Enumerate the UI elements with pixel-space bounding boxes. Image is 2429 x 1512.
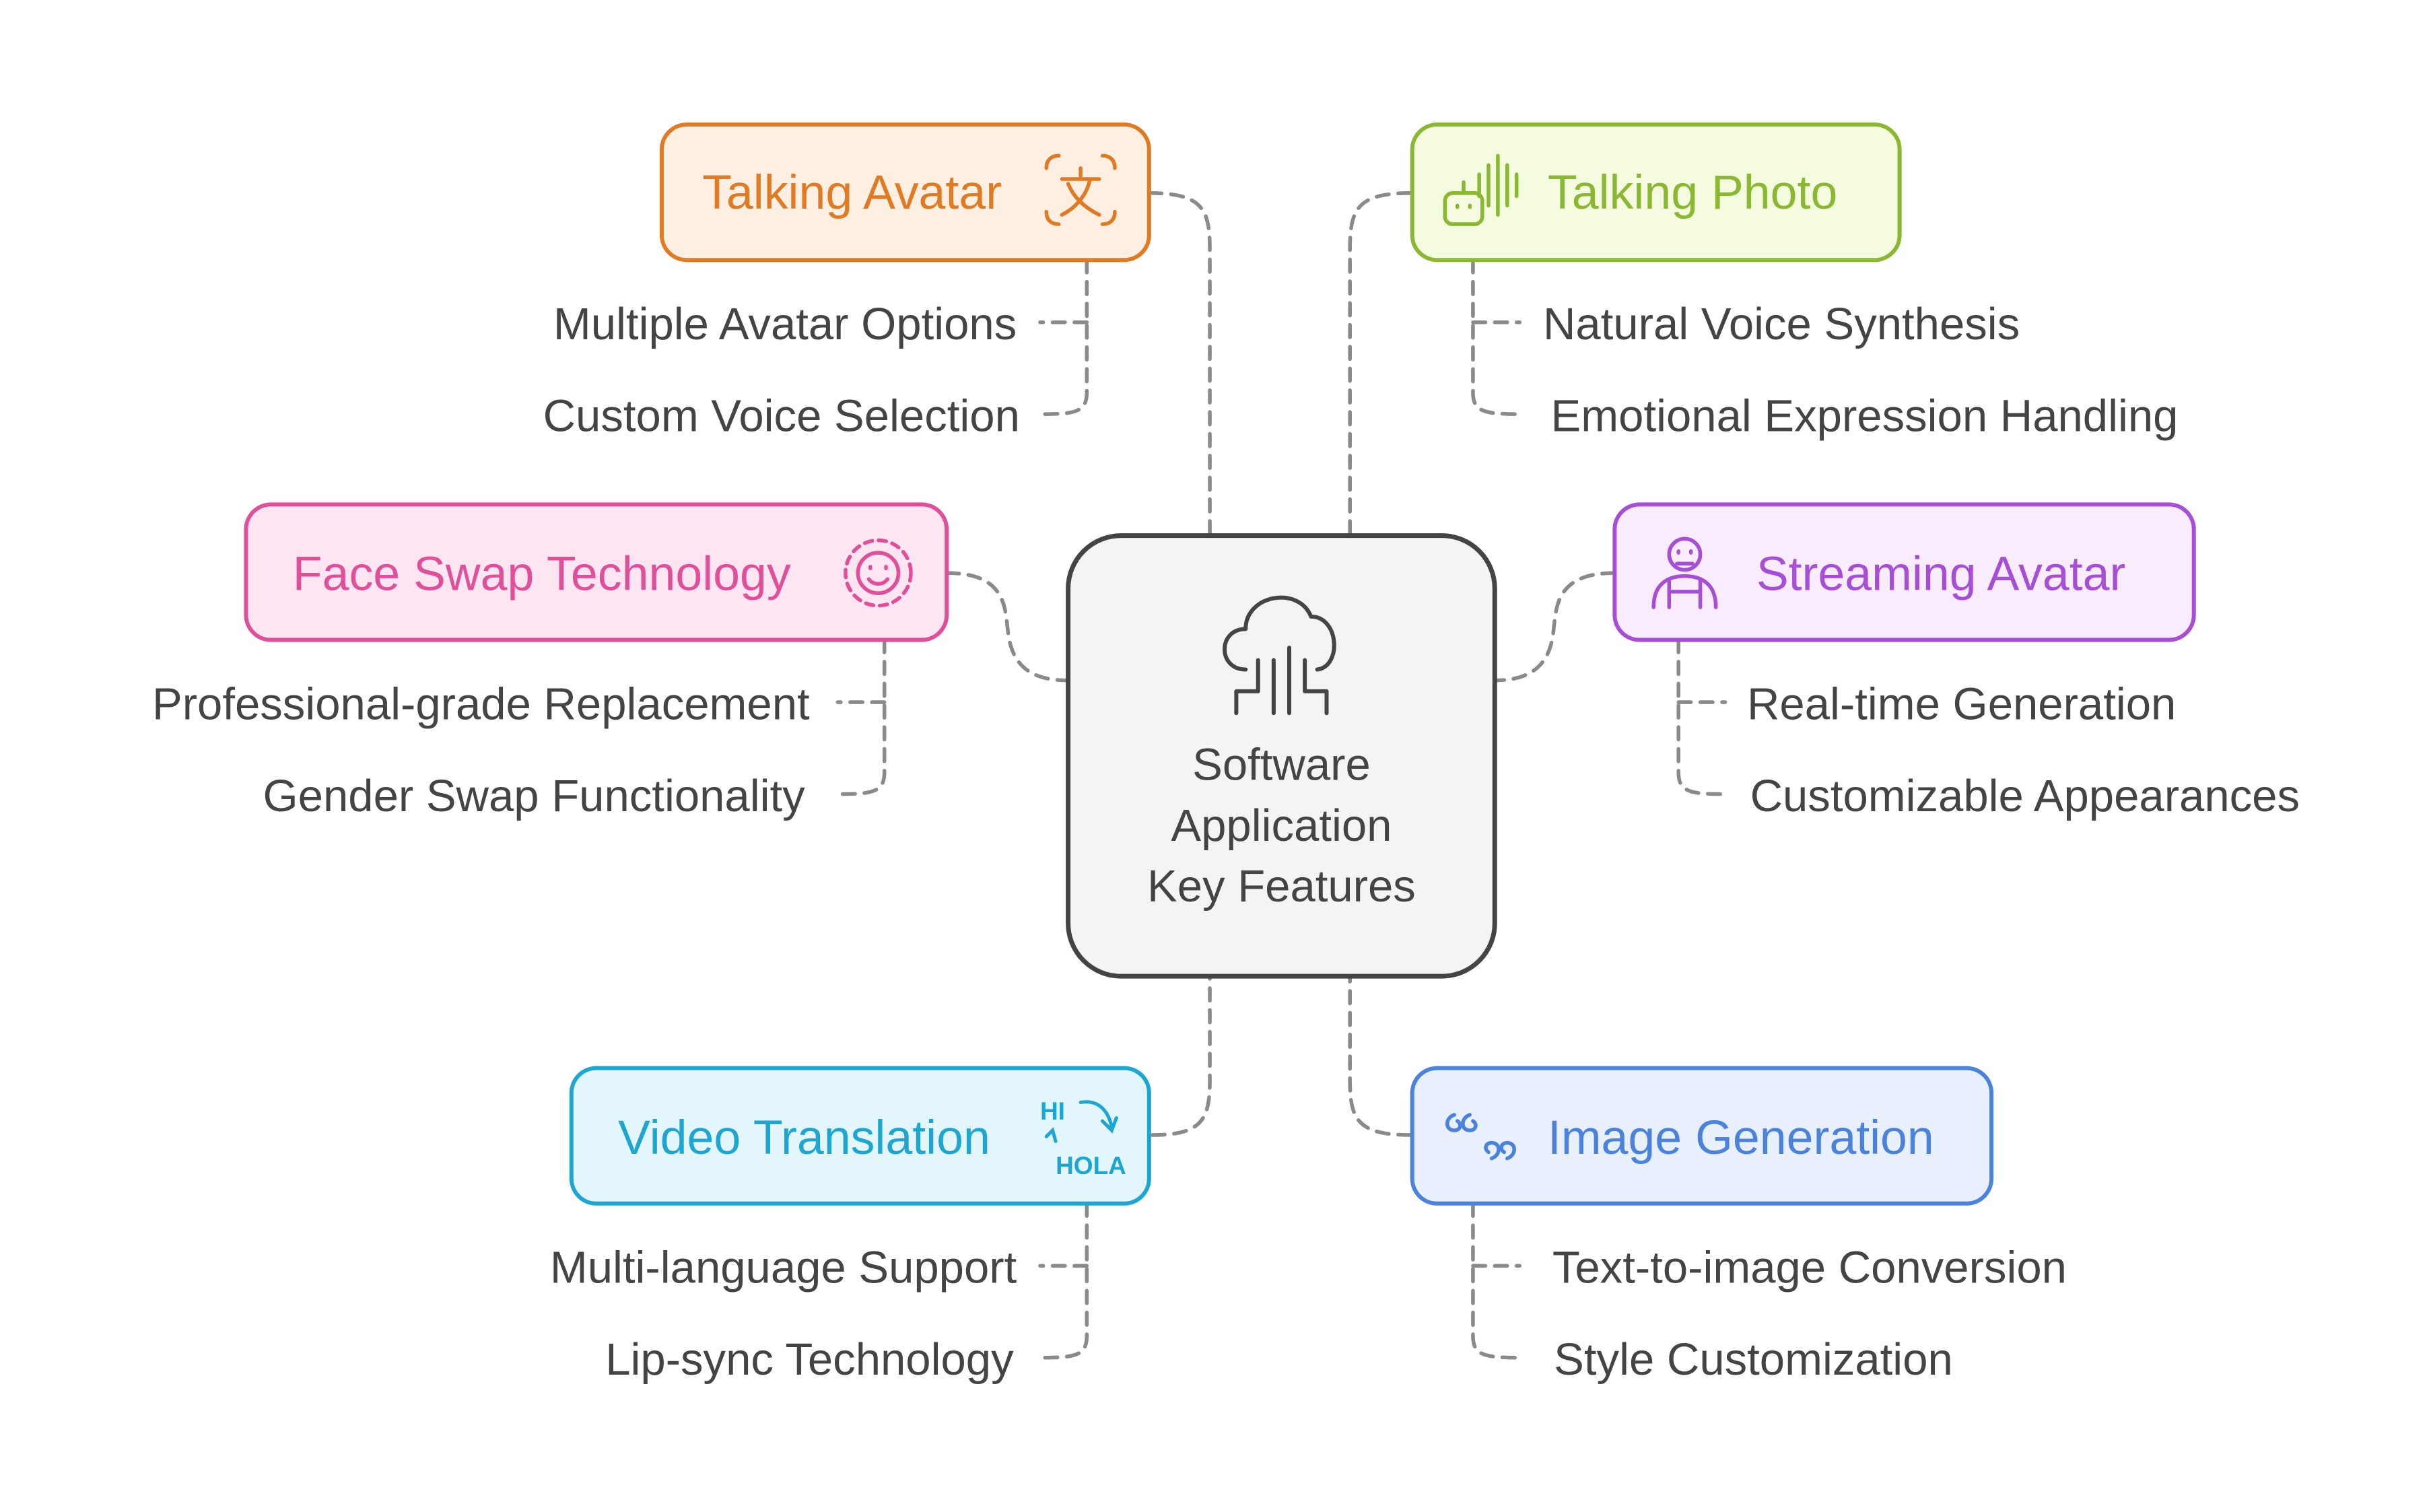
cloud-circuit-icon (1223, 595, 1336, 716)
topic-face-swap: Face Swap Technology Professional-grade … (152, 502, 949, 821)
topic-label-face-swap: Face Swap Technology (293, 547, 791, 601)
bracket-image-generation (1471, 1202, 1525, 1360)
subitem-talking-photo-2: Emotional Expression Handling (1551, 391, 2179, 442)
subitem-talking-avatar-2: Custom Voice Selection (543, 391, 1020, 442)
subitem-video-translation-2: Lip-sync Technology (605, 1334, 1014, 1385)
topic-streaming-avatar: Streaming Avatar Real-time Generation Cu… (1612, 502, 2300, 821)
topic-label-video-translation: Video Translation (618, 1111, 990, 1165)
subitem-talking-photo-1: Natural Voice Synthesis (1543, 299, 2020, 349)
topic-label-talking-avatar: Talking Avatar (702, 166, 1002, 219)
subitem-streaming-avatar-2: Customizable Appearances (1750, 771, 2300, 821)
subitem-image-generation-1: Text-to-image Conversion (1552, 1243, 2067, 1293)
hi-hola-translate-icon: HI HOLA (1040, 1097, 1126, 1179)
bracket-talking-avatar (1038, 258, 1089, 416)
topic-talking-avatar: Talking Avatar Multiple Avatar Options C… (543, 123, 1151, 442)
smiley-face-icon (844, 538, 913, 608)
bracket-streaming-avatar (1676, 638, 1727, 796)
subitem-image-generation-2: Style Customization (1554, 1334, 1953, 1385)
subitem-face-swap-1: Professional-grade Replacement (152, 679, 810, 730)
connector-talking-avatar (1147, 191, 1212, 539)
connector-face-swap (945, 571, 1070, 683)
subitem-video-translation-1: Multi-language Support (550, 1243, 1017, 1293)
subitem-face-swap-2: Gender Swap Functionality (263, 771, 806, 821)
bracket-video-translation (1038, 1202, 1089, 1360)
connector-image-generation (1348, 974, 1413, 1137)
topic-label-talking-photo: Talking Photo (1548, 166, 1837, 219)
person-avatar-icon (1651, 537, 1718, 609)
quote-marks-icon (1445, 1113, 1516, 1161)
topic-video-translation: Video Translation HI HOLA Multi-language… (550, 1066, 1151, 1385)
center-title-line-3: Key Features (1147, 861, 1416, 912)
subitem-streaming-avatar-1: Real-time Generation (1747, 679, 2176, 730)
bracket-talking-photo (1471, 258, 1525, 416)
center-title-line-2: Application (1171, 800, 1392, 851)
subitem-talking-avatar-1: Multiple Avatar Options (553, 299, 1017, 349)
connector-talking-photo (1348, 191, 1413, 539)
hola-label: HOLA (1056, 1152, 1126, 1179)
translate-icon (1044, 153, 1117, 226)
connector-streaming-avatar (1493, 571, 1617, 683)
center-node: Software Application Key Features (1066, 533, 1497, 979)
topic-image-generation: Image Generation Text-to-image Conversio… (1410, 1066, 2067, 1385)
hi-label: HI (1040, 1097, 1065, 1125)
speaking-robot-icon (1443, 153, 1519, 226)
topic-talking-photo: Talking Photo Natural Voice Synthesis Em… (1410, 123, 2179, 442)
center-title-line-1: Software (1192, 740, 1371, 790)
topic-label-streaming-avatar: Streaming Avatar (1756, 547, 2126, 601)
connector-video-translation (1150, 974, 1212, 1137)
bracket-face-swap (835, 638, 887, 796)
topic-label-image-generation: Image Generation (1548, 1111, 1934, 1165)
